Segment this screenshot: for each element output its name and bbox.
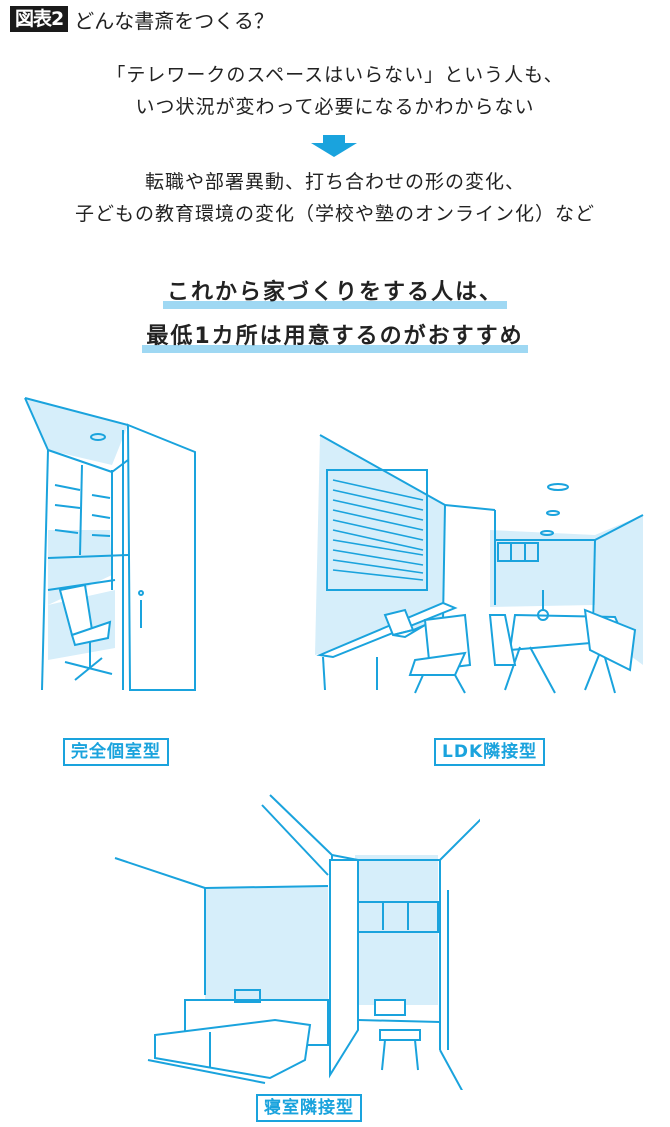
figure-header: 図表2 どんな書斎をつくる？ [10, 6, 274, 33]
down-arrow-icon [311, 135, 357, 157]
figure-number-badge: 図表2 [10, 6, 69, 32]
private-room-illustration [24, 397, 196, 691]
label-private-room: 完全個室型 [63, 738, 169, 766]
intro-line-3: 転職や部署異動、打ち合わせの形の変化、 [144, 171, 525, 193]
label-bedroom-adjacent: 寝室隣接型 [256, 1094, 362, 1122]
ldk-adjacent-illustration [315, 434, 644, 694]
highlight-line-1: これから家づくりをする人は、 [0, 274, 670, 309]
figure-title: どんな書斎をつくる？ [74, 8, 274, 33]
label-ldk-adjacent: LDK隣接型 [434, 738, 546, 766]
intro-line-2: いつ状況が変わって必要になるかわからない [135, 96, 535, 118]
highlight-line-2: 最低1カ所は用意するのがおすすめ [0, 318, 670, 353]
intro-line-1: 「テレワークのスペースはいらない」という人も、 [106, 64, 564, 86]
intro-line-4: 子どもの教育環境の変化（学校や塾のオンライン化）など [74, 203, 595, 225]
bedroom-adjacent-illustration [114, 794, 480, 1090]
